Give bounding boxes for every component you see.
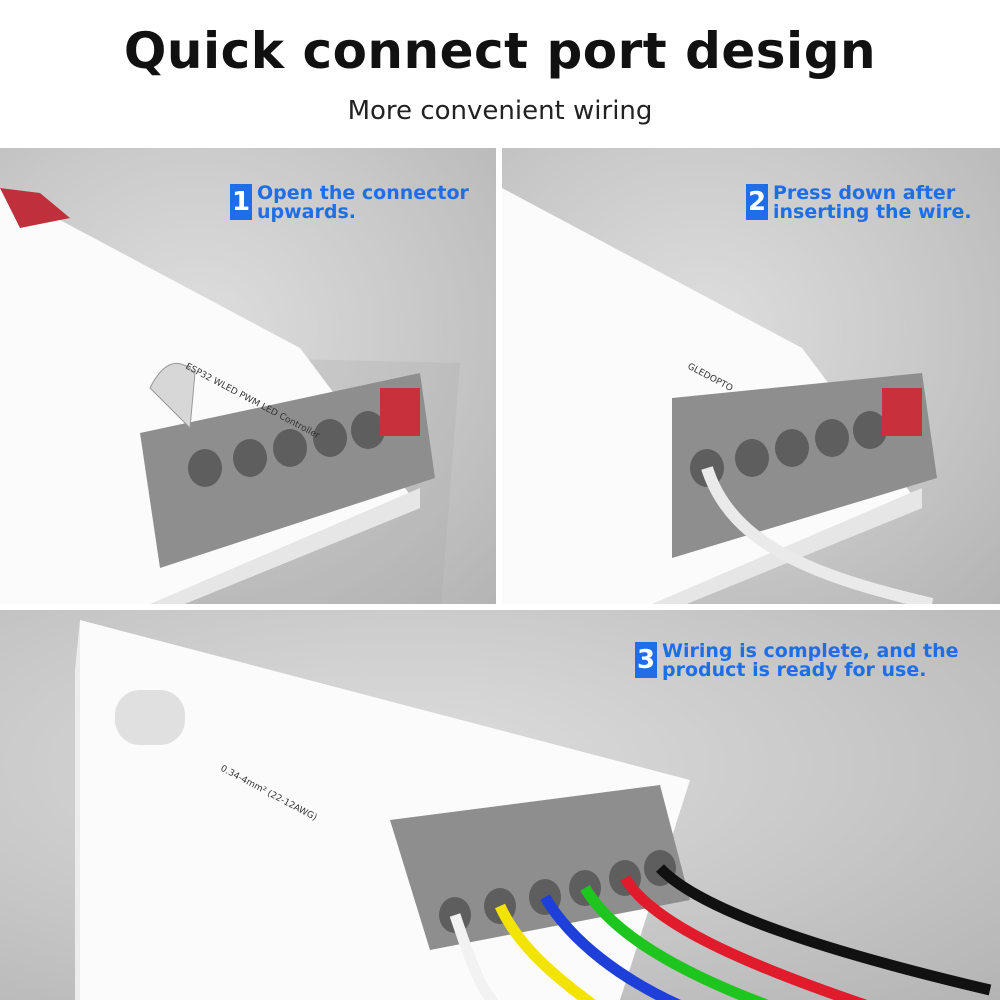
step-3-text: Wiring is complete, and the product is r…: [662, 640, 959, 681]
controller-wire-inserted-image: GLEDOPTO: [502, 188, 937, 604]
header: Quick connect port design More convenien…: [0, 0, 1000, 148]
step-2-panel: GLEDOPTO 2 Press down after inserting th…: [502, 148, 1000, 604]
step-1-panel: ESP32 WLED PWM LED Controller 1 Open the…: [0, 148, 496, 604]
page-title: Quick connect port design: [123, 22, 877, 80]
step-2-text: Press down after inserting the wire.: [773, 182, 972, 223]
step-1-callout: 1 Open the connector upwards.: [230, 184, 469, 222]
step-2-callout: 2 Press down after inserting the wire.: [746, 184, 972, 222]
step-3-number: 3: [635, 642, 657, 678]
step-1-number: 1: [230, 184, 252, 220]
step-3-callout: 3 Wiring is complete, and the product is…: [635, 642, 959, 680]
controller-wired-image: 0.34-4mm² (22-12AWG): [75, 620, 992, 1000]
page-subtitle: More convenient wiring: [347, 96, 653, 126]
step-1-text: Open the connector upwards.: [257, 182, 469, 223]
controller-open-connector-image: ESP32 WLED PWM LED Controller: [0, 188, 460, 604]
step-2-number: 2: [746, 184, 768, 220]
step-3-panel: 0.34-4mm² (22-12AWG) 3 Wiring is complet…: [0, 610, 1000, 1000]
